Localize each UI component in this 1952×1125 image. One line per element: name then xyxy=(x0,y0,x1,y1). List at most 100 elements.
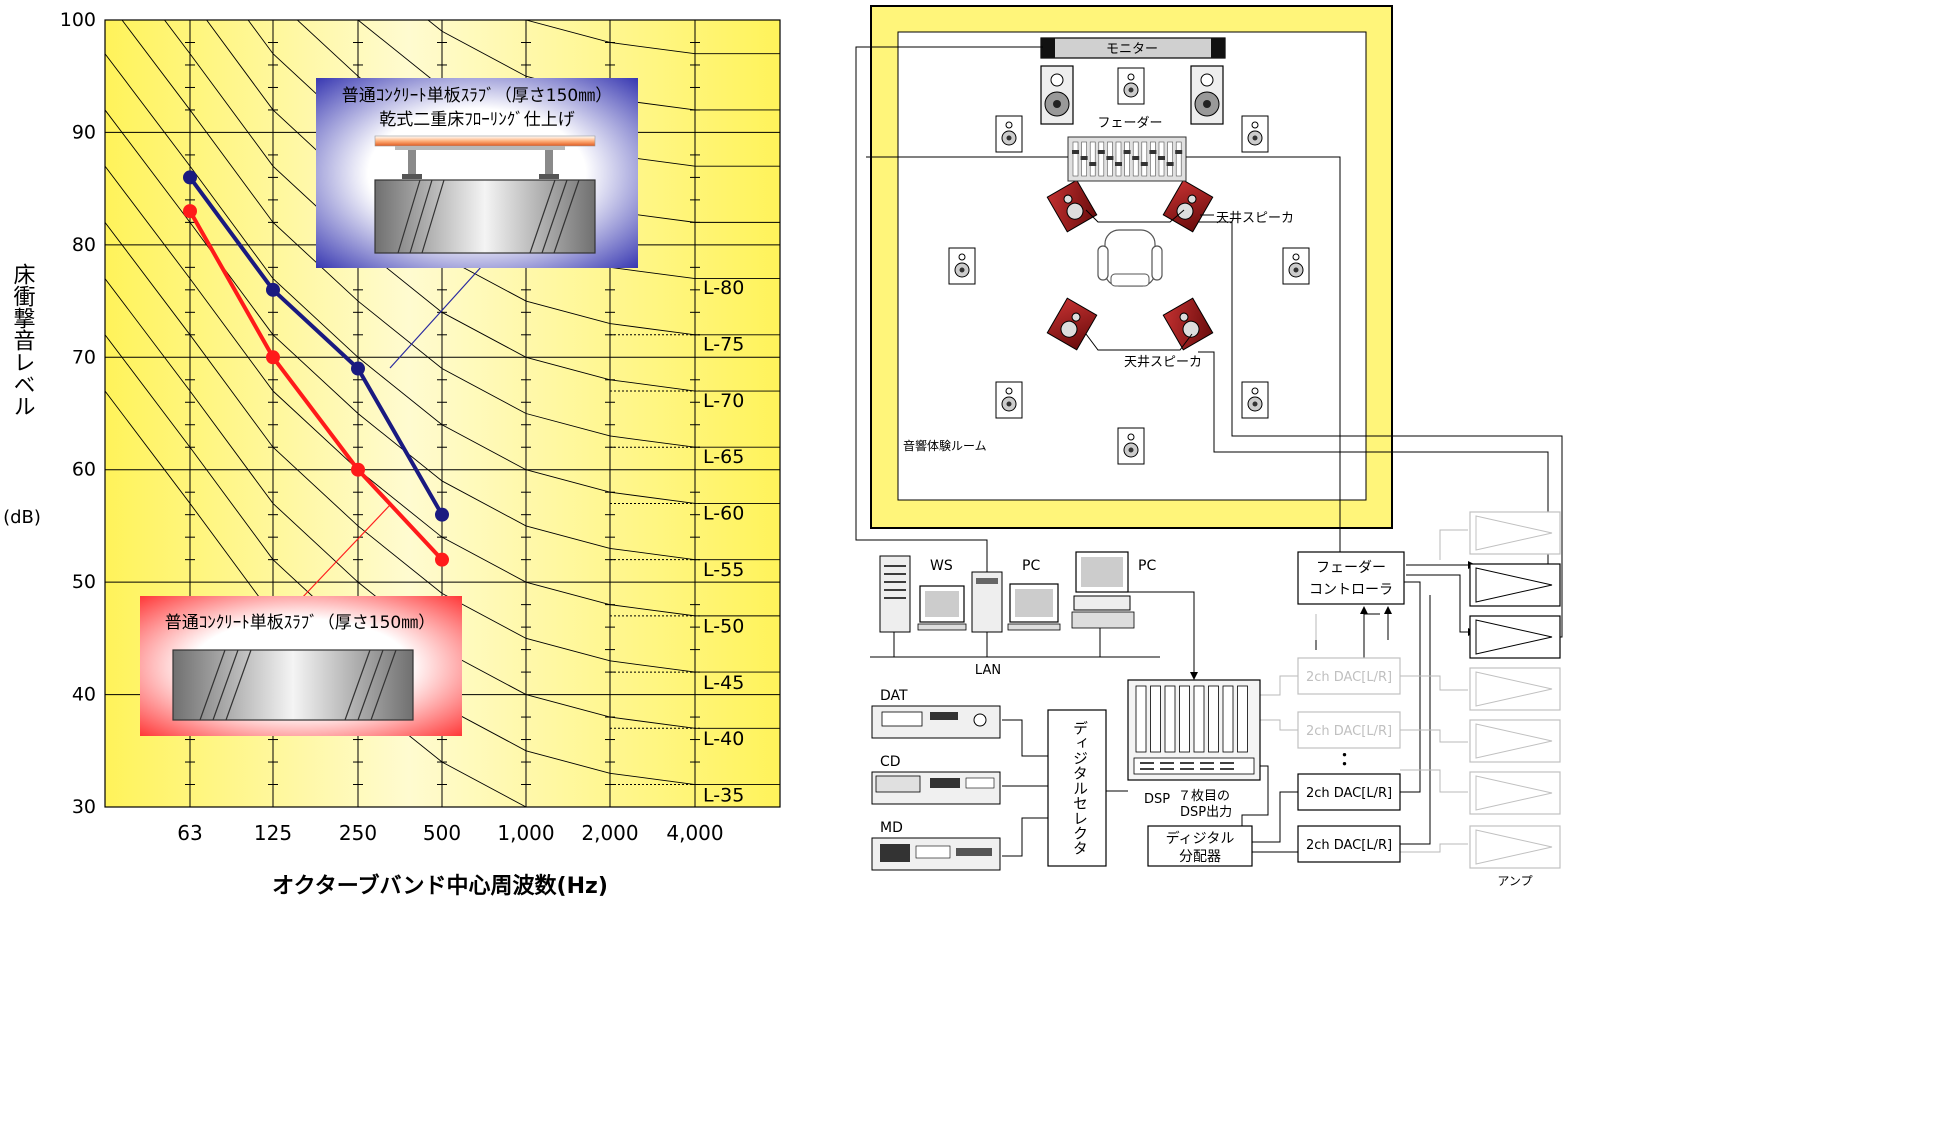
y-tick-label: 50 xyxy=(72,571,96,593)
floor-support-left xyxy=(408,150,416,174)
reference-curve-label: L-55 xyxy=(703,559,744,581)
x-tick-label: 125 xyxy=(254,821,292,845)
fader-strips xyxy=(1072,141,1183,177)
floor-support-right xyxy=(545,150,553,174)
x-tick-label: 500 xyxy=(423,821,461,845)
dac-2-label: 2ch DAC[L/R] xyxy=(1306,724,1392,739)
digital-distributor-line2: 分配器 xyxy=(1179,849,1221,865)
y-tick-label: 80 xyxy=(72,234,96,256)
amplifier xyxy=(1469,667,1561,711)
y-tick-label: 40 xyxy=(72,684,96,706)
bare-slab-callout: 普通ｺﾝｸﾘｰﾄ単板ｽﾗﾌﾞ（厚さ150㎜） xyxy=(140,596,462,736)
x-axis-label: オクターブバンド中心周波数(Hz) xyxy=(272,873,608,899)
reference-curve-labels: L-80L-75L-70L-65L-60L-55L-50L-45L-40L-35 xyxy=(703,277,744,807)
fader-controller-line1: フェーダー xyxy=(1316,560,1386,576)
digital-distributor-box xyxy=(1147,825,1253,867)
y-tick-label: 70 xyxy=(72,346,96,368)
y-axis-title: 床衝撃音レベル (dB) xyxy=(3,263,41,528)
x-tick-label: 1,000 xyxy=(497,821,554,845)
dry-floor-callout-line2: 乾式二重床ﾌﾛｰﾘﾝｸﾞ仕上げ xyxy=(379,110,575,130)
series-0-point-125 xyxy=(266,282,280,297)
flooring-board xyxy=(374,135,596,147)
dsp-label: DSP xyxy=(1144,792,1170,807)
amplifier xyxy=(1469,615,1561,659)
md-deck xyxy=(871,837,1001,871)
room-label: 音響体験ルーム xyxy=(903,438,987,453)
reference-curve-label: L-65 xyxy=(703,446,744,468)
ceiling-speaker-top-label: 天井スピーカ xyxy=(1216,211,1294,226)
x-tick-label: 250 xyxy=(339,821,377,845)
y-axis-label: 床衝撃音レベル xyxy=(10,263,36,417)
x-tick-label: 4,000 xyxy=(666,821,723,845)
pc-1: PC xyxy=(971,558,1061,633)
digital-distributor-line1: ディジタル xyxy=(1166,830,1235,847)
wall-speaker xyxy=(995,381,1023,419)
dac-3-label: 2ch DAC[L/R] xyxy=(1306,786,1392,801)
listener-seat xyxy=(1097,229,1163,287)
ws-label: WS xyxy=(930,558,953,574)
wall-speaker xyxy=(1241,381,1269,419)
series-0-point-500 xyxy=(435,507,449,522)
series-1-point-125 xyxy=(266,350,280,365)
monitor-label: モニター xyxy=(1106,42,1158,57)
red-leader-line xyxy=(299,504,391,601)
dac-1-label: 2ch DAC[L/R] xyxy=(1306,670,1392,685)
room-speakers xyxy=(948,65,1310,465)
inactive-wires xyxy=(1260,529,1468,853)
series-1-point-63 xyxy=(183,204,197,219)
reference-curve-L105 xyxy=(525,20,780,55)
series-1-point-500 xyxy=(435,552,449,567)
series-1-point-250 xyxy=(351,462,365,477)
ceiling-speaker xyxy=(1162,179,1214,233)
series-0-point-63 xyxy=(183,170,197,185)
reference-curve-label: L-75 xyxy=(703,333,744,355)
blue-leader-line xyxy=(389,265,483,369)
wall-speaker xyxy=(1282,247,1310,285)
main-speaker xyxy=(1040,65,1074,125)
amplifier-stack xyxy=(1469,511,1561,869)
dat-label: DAT xyxy=(880,688,908,704)
ws-workstation: WS xyxy=(879,555,967,633)
reference-curve-label: L-40 xyxy=(703,728,744,750)
amplifier xyxy=(1469,825,1561,869)
wall-speaker xyxy=(1117,67,1145,105)
support-base-left xyxy=(402,174,422,179)
dry-floor-callout: 普通ｺﾝｸﾘｰﾄ単板ｽﾗﾌﾞ（厚さ150㎜） 乾式二重床ﾌﾛｰﾘﾝｸﾞ仕上げ xyxy=(316,78,638,268)
main-speaker xyxy=(1190,65,1224,125)
floor-panel xyxy=(395,146,565,150)
reference-curve-label: L-50 xyxy=(703,615,744,637)
dac-ellipsis: ： xyxy=(1340,749,1358,770)
y-tick-label: 90 xyxy=(72,121,96,143)
wall-speaker xyxy=(948,247,976,285)
series-line-0 xyxy=(188,176,444,516)
fader-controller-box xyxy=(1297,551,1405,605)
digital-selector-box xyxy=(1047,709,1107,867)
series-layer xyxy=(183,170,449,567)
dry-floor-callout-line1: 普通ｺﾝｸﾘｰﾄ単板ｽﾗﾌﾞ（厚さ150㎜） xyxy=(342,86,612,106)
dac-4-label: 2ch DAC[L/R] xyxy=(1306,838,1392,853)
wall-speaker xyxy=(1117,427,1145,465)
dsp-output-line1: ７枚目の xyxy=(1178,789,1230,804)
wall-speaker xyxy=(995,115,1023,153)
reference-curve-label: L-80 xyxy=(703,277,744,299)
audio-system-diagram: 音響体験ルーム モニター フェーダー 天井スピーカ 天井スピーカ xyxy=(855,5,1563,888)
dac-units: 2ch DAC[L/R] 2ch DAC[L/R] ： 2ch DAC[L/R]… xyxy=(1297,657,1401,863)
fader-label: フェーダー xyxy=(1097,116,1162,131)
amp-label: アンプ xyxy=(1497,874,1532,888)
y-tick-label: 30 xyxy=(72,796,96,818)
pc-1-label: PC xyxy=(1022,558,1040,574)
fader-controller-line2: コントローラ xyxy=(1309,582,1393,598)
dsp-output-line2: DSP出力 xyxy=(1180,805,1232,820)
wall-speaker xyxy=(1241,115,1269,153)
support-base-right xyxy=(539,174,559,179)
digital-selector-label: ディジタルセレクタ xyxy=(1071,721,1089,856)
pc-2: PC xyxy=(1071,551,1156,629)
x-tick-label: 2,000 xyxy=(581,821,638,845)
dsp-unit: DSP ７枚目の DSP出力 xyxy=(1127,679,1261,820)
ceiling-speaker-bottom-label: 天井スピーカ xyxy=(1124,355,1202,370)
ceiling-speaker xyxy=(1046,297,1098,351)
